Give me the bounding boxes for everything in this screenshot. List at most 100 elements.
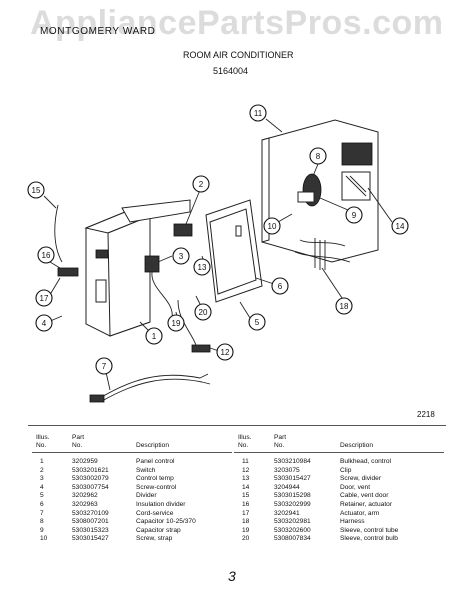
- callout-13: 13: [193, 258, 211, 276]
- part-number: 5303210984: [274, 458, 311, 465]
- illus-number: 6: [40, 501, 44, 508]
- illus-number: 10: [40, 535, 48, 543]
- part-description: Control temp: [136, 475, 174, 483]
- header-illus: Illus.: [36, 434, 50, 441]
- header-illus-no: No.: [238, 442, 249, 449]
- part-description: Insulation divider: [136, 501, 186, 508]
- brand-title: MONTGOMERY WARD: [40, 26, 156, 37]
- svg-text:15: 15: [32, 186, 41, 195]
- divider-part: [205, 199, 263, 303]
- control-tube-sleeve: [177, 299, 211, 353]
- callout-12: 12: [216, 343, 234, 361]
- header-part-no: No.: [274, 442, 285, 449]
- part-number: 3202941: [274, 509, 300, 517]
- part-description: Sleeve, control bulb: [340, 535, 398, 543]
- callout-1: 1: [145, 327, 163, 345]
- callout-8: 8: [309, 147, 327, 165]
- svg-text:4: 4: [42, 319, 47, 328]
- table-divider: [28, 425, 446, 426]
- page-mark: 3: [228, 568, 236, 584]
- illus-number: 17: [242, 509, 250, 517]
- callout-4: 4: [35, 314, 53, 332]
- part-number: 5303007754: [72, 483, 109, 491]
- callout-10: 10: [263, 217, 281, 235]
- callout-6: 6: [271, 277, 289, 295]
- illus-number: 15: [242, 492, 250, 500]
- svg-text:20: 20: [199, 308, 208, 317]
- svg-text:8: 8: [316, 152, 321, 161]
- illus-number: 5: [40, 492, 44, 500]
- header-part: Part: [72, 434, 85, 441]
- header-description: Description: [340, 442, 373, 449]
- callout-17: 17: [35, 289, 53, 307]
- part-description: Capacitor strap: [136, 526, 181, 534]
- switch-part: [173, 223, 193, 237]
- part-number: 3203075: [274, 466, 300, 474]
- part-number: 5303002079: [72, 475, 109, 483]
- illus-number: 11: [242, 458, 249, 465]
- actuator-part: [57, 267, 79, 277]
- product-subtitle: ROOM AIR CONDITIONER: [183, 50, 294, 60]
- svg-text:3: 3: [179, 252, 184, 261]
- callout-5: 5: [248, 313, 266, 331]
- part-number: 3204944: [274, 483, 300, 491]
- callout-3: 3: [172, 247, 190, 265]
- svg-text:18: 18: [340, 302, 349, 311]
- illus-number: 8: [40, 518, 44, 526]
- part-number: 3202962: [72, 492, 98, 500]
- header-illus-no: No.: [36, 442, 47, 449]
- part-description: Actuator, arm: [340, 509, 380, 517]
- service-cord-part: [89, 373, 211, 403]
- part-description: Clip: [340, 466, 352, 474]
- callout-2: 2: [192, 175, 210, 193]
- callout-19: 19: [167, 314, 185, 332]
- part-number: 5303202600: [274, 526, 311, 534]
- diagram-number: 2218: [417, 410, 435, 419]
- header-description: Description: [136, 442, 169, 449]
- part-number: 3202963: [72, 501, 98, 508]
- part-number: 5303270109: [72, 509, 109, 517]
- part-description: Cord-service: [136, 509, 174, 517]
- illus-number: 12: [242, 466, 250, 474]
- header-illus: Illus.: [238, 434, 252, 441]
- illus-number: 16: [242, 501, 250, 508]
- svg-text:10: 10: [268, 222, 277, 231]
- part-description: Cable, vent door: [340, 492, 389, 500]
- illus-number: 1: [40, 458, 44, 465]
- part-number: 5303015427: [72, 535, 109, 543]
- illus-number: 19: [242, 526, 250, 534]
- part-description: Harness: [340, 518, 365, 526]
- illus-number: 9: [40, 526, 44, 534]
- callout-20: 20: [194, 303, 212, 321]
- part-number: 5303015427: [274, 475, 311, 483]
- svg-text:19: 19: [172, 319, 181, 328]
- part-number: 5303201621: [72, 466, 109, 474]
- part-number: 3202959: [72, 458, 98, 465]
- part-description: Screw, strap: [136, 535, 173, 543]
- illus-number: 7: [40, 509, 44, 517]
- illus-number: 13: [242, 475, 250, 483]
- part-description: Screw-control: [136, 483, 177, 491]
- svg-text:7: 7: [102, 362, 107, 371]
- part-description: Capacitor 10-25/370: [136, 518, 196, 526]
- svg-text:16: 16: [42, 251, 51, 260]
- part-description: Screw, divider: [340, 475, 382, 483]
- illus-number: 18: [242, 518, 250, 526]
- svg-text:11: 11: [254, 109, 263, 118]
- vent-door-cable: [54, 204, 63, 263]
- exploded-view-diagram: 11 8 9 10 14 18 2 3 6 5 1 13 20 19 12 15…: [27, 104, 409, 403]
- svg-text:9: 9: [352, 211, 357, 220]
- model-number: 5164004: [213, 66, 249, 76]
- part-number: 5303015298: [274, 492, 311, 500]
- callout-15: 15: [27, 181, 45, 199]
- part-number: 5308007834: [274, 535, 311, 543]
- part-number: 5303202981: [274, 518, 311, 526]
- part-description: Divider: [136, 492, 157, 500]
- part-number: 5303015323: [72, 526, 109, 534]
- callout-14: 14: [391, 217, 409, 235]
- watermark-text: AppliancePartsPros.com: [30, 4, 444, 42]
- part-description: Bulkhead, control: [340, 458, 391, 465]
- svg-text:6: 6: [278, 282, 283, 291]
- callout-7: 7: [95, 357, 113, 375]
